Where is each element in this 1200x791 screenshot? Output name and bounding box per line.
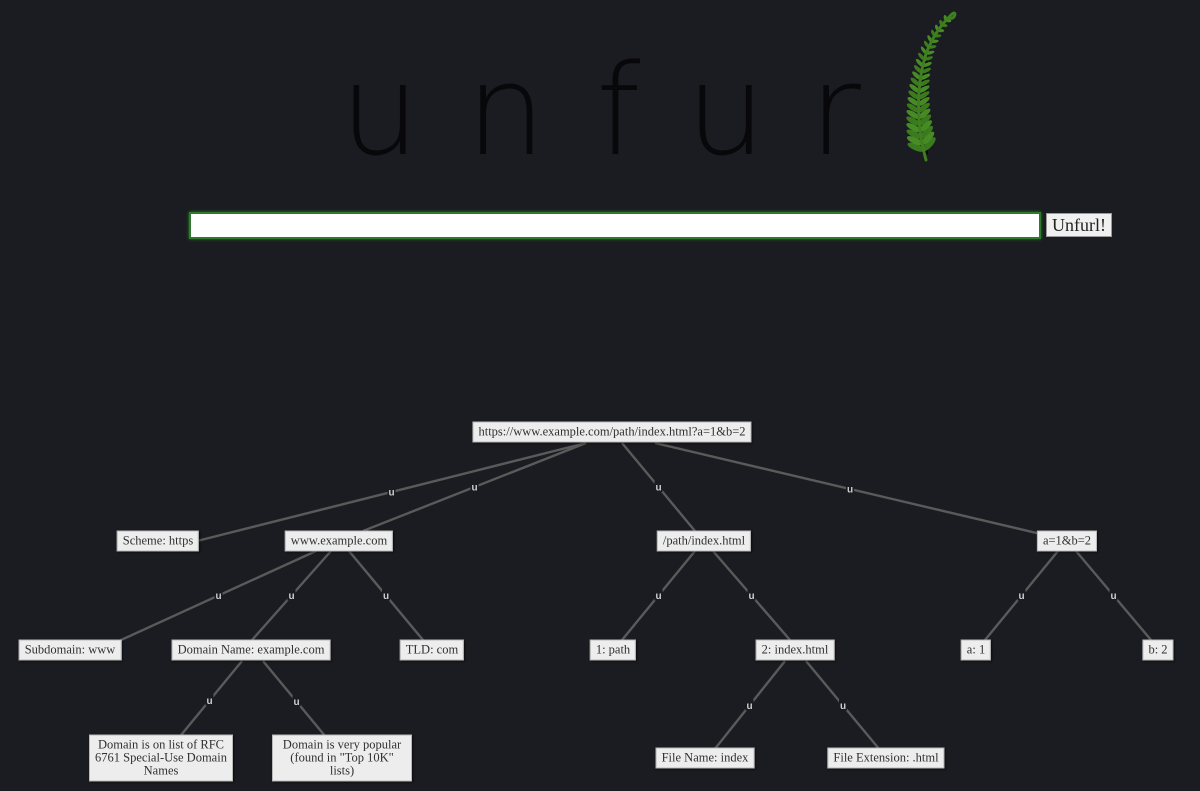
fern-icon [906,11,957,162]
graph-node-domain-name[interactable]: Domain Name: example.com [171,639,331,661]
edge-path2-file-extension: u [805,660,881,751]
edge-label: u [293,697,299,708]
logo-letter-f: f [596,37,641,184]
graph-node-file-extension[interactable]: File Extension: .html [827,747,945,769]
edge-label: u [471,483,477,494]
graph-node-param-b[interactable]: b: 2 [1142,639,1174,661]
edge-query-param-a: u [984,550,1059,641]
edge-label: u [206,696,212,707]
edge-label: u [655,483,661,494]
edge-host-subdomain: u [120,549,317,642]
edge-label: u [1018,591,1024,602]
url-input[interactable] [189,212,1041,239]
edge-label: u [748,591,754,602]
logo-letter-r: r [809,37,861,184]
edge-host-domain-name: u [251,550,332,641]
graph-node-scheme[interactable]: Scheme: https [116,530,200,552]
unfurl-logo: u n f u r l [0,0,1200,175]
edge-label: u [215,591,221,602]
edge-path-segment-2: u [712,550,791,641]
edge-label: u [847,485,853,496]
edge-label: u [388,488,394,499]
edge-domain-popular: u [262,660,331,743]
graph-node-param-a[interactable]: a: 1 [960,639,992,661]
graph-node-path[interactable]: /path/index.html [656,530,752,552]
logo-letter-u1: u [340,37,420,184]
edge-label: u [288,591,294,602]
graph-node-file-name[interactable]: File Name: index [655,747,755,769]
graph-node-rfc6761[interactable]: Domain is on list of RFC 6761 Special-Us… [89,734,233,782]
graph-node-subdomain[interactable]: Subdomain: www [18,639,122,661]
edge-label: u [655,591,661,602]
logo-letter-u2: u [686,37,766,184]
edge-root-path: u [621,442,696,532]
edge-domain-rfc6761: u [176,660,243,741]
edge-root-host: u [362,441,587,533]
unfurl-button[interactable]: Unfurl! [1046,213,1112,237]
edge-query-param-b: u [1075,550,1152,641]
edge-label: u [746,701,752,712]
edge-label: u [840,701,846,712]
graph-node-tld[interactable]: TLD: com [399,639,465,661]
graph-node-path-segment-2[interactable]: 2: index.html [755,639,835,661]
graph-node-url[interactable]: https://www.example.com/path/index.html?… [472,421,752,443]
edge-path-segment-1: u [621,550,696,641]
graph-node-popular-domain[interactable]: Domain is very popular (found in "Top 10… [272,734,412,782]
graph-node-query[interactable]: a=1&b=2 [1036,530,1098,552]
edge-root-query: u [654,441,1046,537]
edge-root-scheme: u [196,441,587,543]
logo-letter-n: n [466,37,546,184]
edge-label: u [1110,591,1116,602]
edge-label: u [383,591,389,602]
graph-node-path-segment-1[interactable]: 1: path [589,639,637,661]
graph-node-host[interactable]: www.example.com [284,530,394,552]
edge-path2-file-name: u [713,660,786,751]
edge-host-tld: u [348,550,424,641]
